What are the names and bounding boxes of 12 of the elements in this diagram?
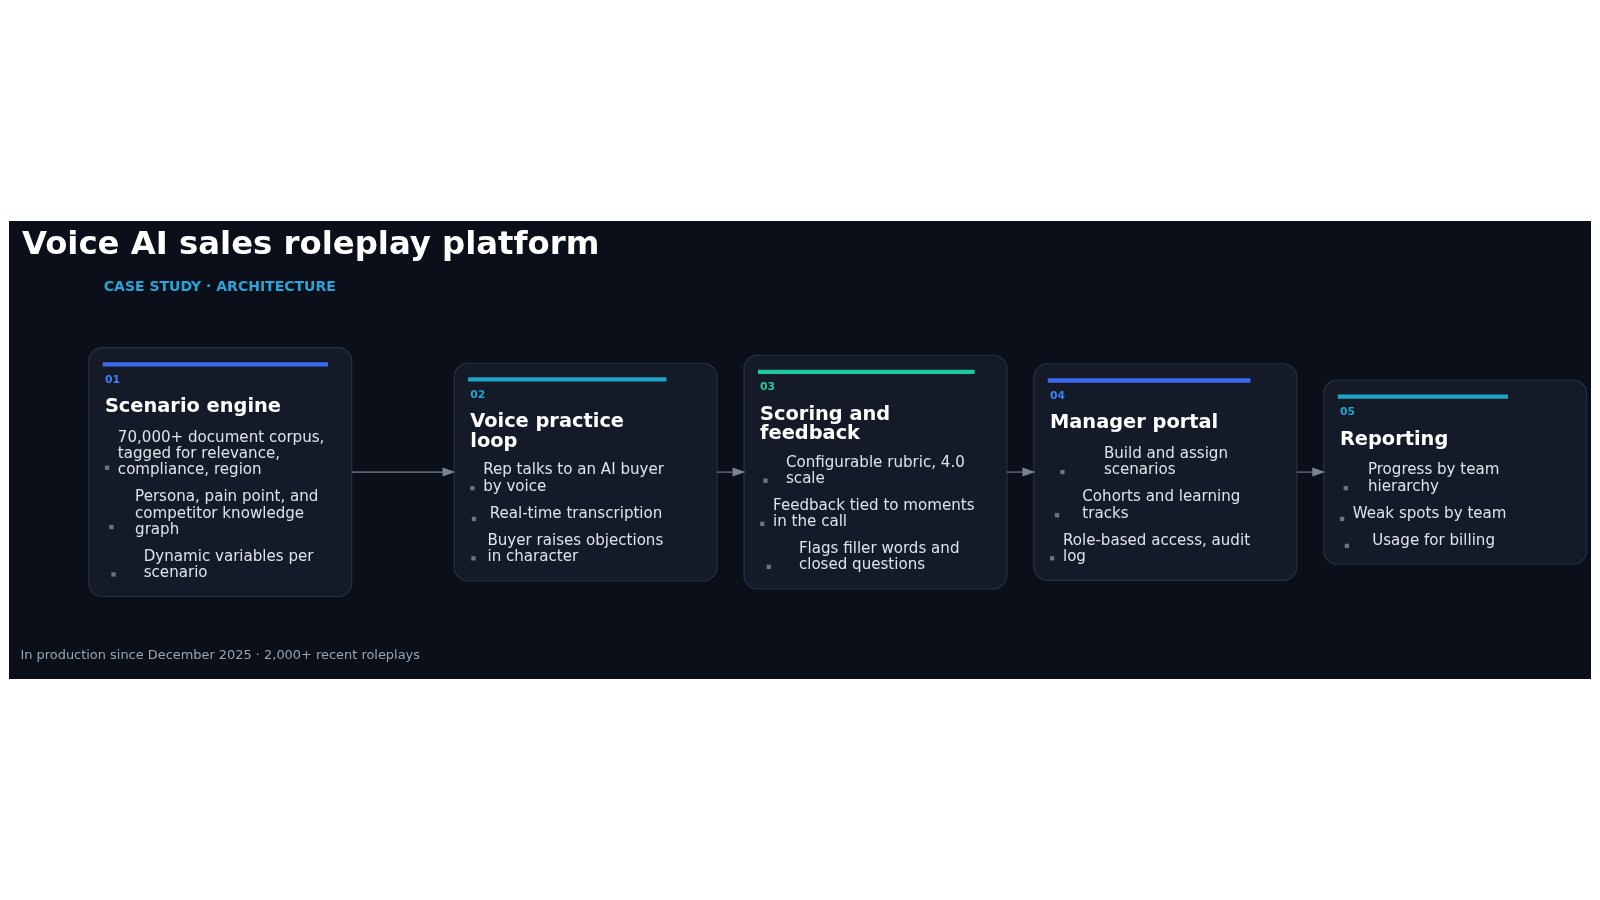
caption: In production since December 2025 · 2,000+ recent roleplays bbox=[20, 646, 420, 662]
node-box: 05 Reporting Progress by team hierarchy Weak spots by team Usage for billing bbox=[1323, 379, 1588, 565]
node-box: 03 Scoring and feedback Configurable rubric, 4.0 scale Feedback tied to moments in the call Flags filler words and closed questions bbox=[743, 354, 1008, 590]
arrow bbox=[716, 467, 746, 477]
node-box: 04 Manager portal Build and assign scenarios Cohorts and learning tracks Role-based access, audit log bbox=[1033, 363, 1298, 581]
label: CASE STUDY · ARCHITECTURE bbox=[103, 278, 336, 295]
arrow bbox=[351, 467, 456, 477]
arrow bbox=[1006, 467, 1036, 477]
diagram-title: Voice AI sales roleplay platform bbox=[21, 224, 600, 263]
node-box: 01 Scenario engine 70,000+ document corpus, tagged for relevance, compliance, region Persona, pain point, and competitor knowledge graph Dynamic variables per scenario bbox=[88, 347, 353, 598]
arrow bbox=[1296, 467, 1326, 477]
node-box: 02 Voice practice loop Rep talks to an AI buyer by voice Real-time transcription Buyer raises objections in character bbox=[453, 362, 718, 582]
